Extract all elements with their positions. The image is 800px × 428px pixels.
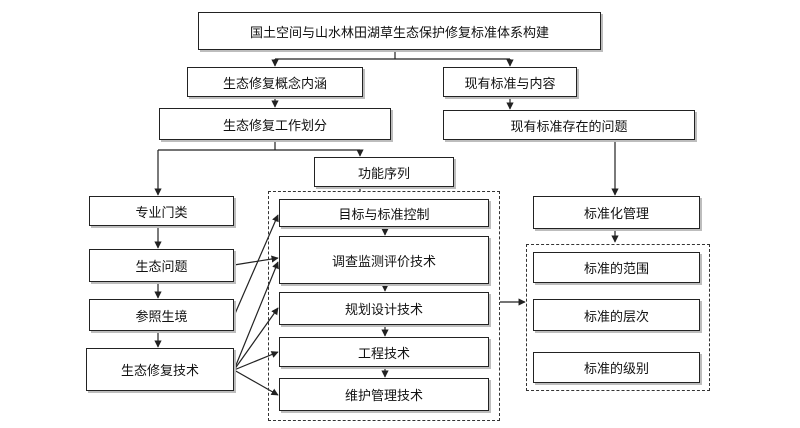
planning-tech-node: 规划设计技术	[279, 292, 489, 325]
standardization-node: 标准化管理	[533, 196, 700, 229]
root-node: 国土空间与山水林田湖草生态保护修复标准体系构建	[198, 12, 601, 50]
eco-problem-node: 生态问题	[89, 249, 234, 282]
function-sequence-node: 功能序列	[314, 157, 454, 187]
link-restoration-engineering	[233, 351, 279, 371]
target-control-node: 目标与标准控制	[279, 199, 489, 227]
concept-node: 生态修复概念内涵	[187, 67, 363, 97]
reference-habitat-node: 参照生境	[89, 299, 234, 331]
link-restoration-planning	[233, 307, 279, 371]
link-problem-survey	[233, 255, 279, 266]
level-node: 标准的层次	[533, 299, 700, 331]
engineering-tech-node: 工程技术	[279, 337, 489, 367]
survey-tech-node: 调查监测评价技术	[279, 236, 489, 284]
link-reference-target	[233, 214, 279, 317]
current-standards-node: 现有标准与内容	[443, 67, 577, 97]
work-division-node: 生态修复工作划分	[159, 108, 391, 140]
function-sequence-group	[268, 191, 500, 421]
link-restoration-survey	[233, 261, 279, 371]
professional-category-node: 专业门类	[89, 196, 234, 226]
eco-restoration-tech-node: 生态修复技术	[86, 348, 234, 391]
maintenance-tech-node: 维护管理技术	[279, 378, 489, 411]
standardization-group	[526, 244, 710, 391]
current-problems-node: 现有标准存在的问题	[443, 110, 695, 140]
grade-node: 标准的级别	[533, 352, 700, 383]
link-restoration-maintenance	[233, 369, 279, 396]
scope-node: 标准的范围	[533, 252, 700, 283]
